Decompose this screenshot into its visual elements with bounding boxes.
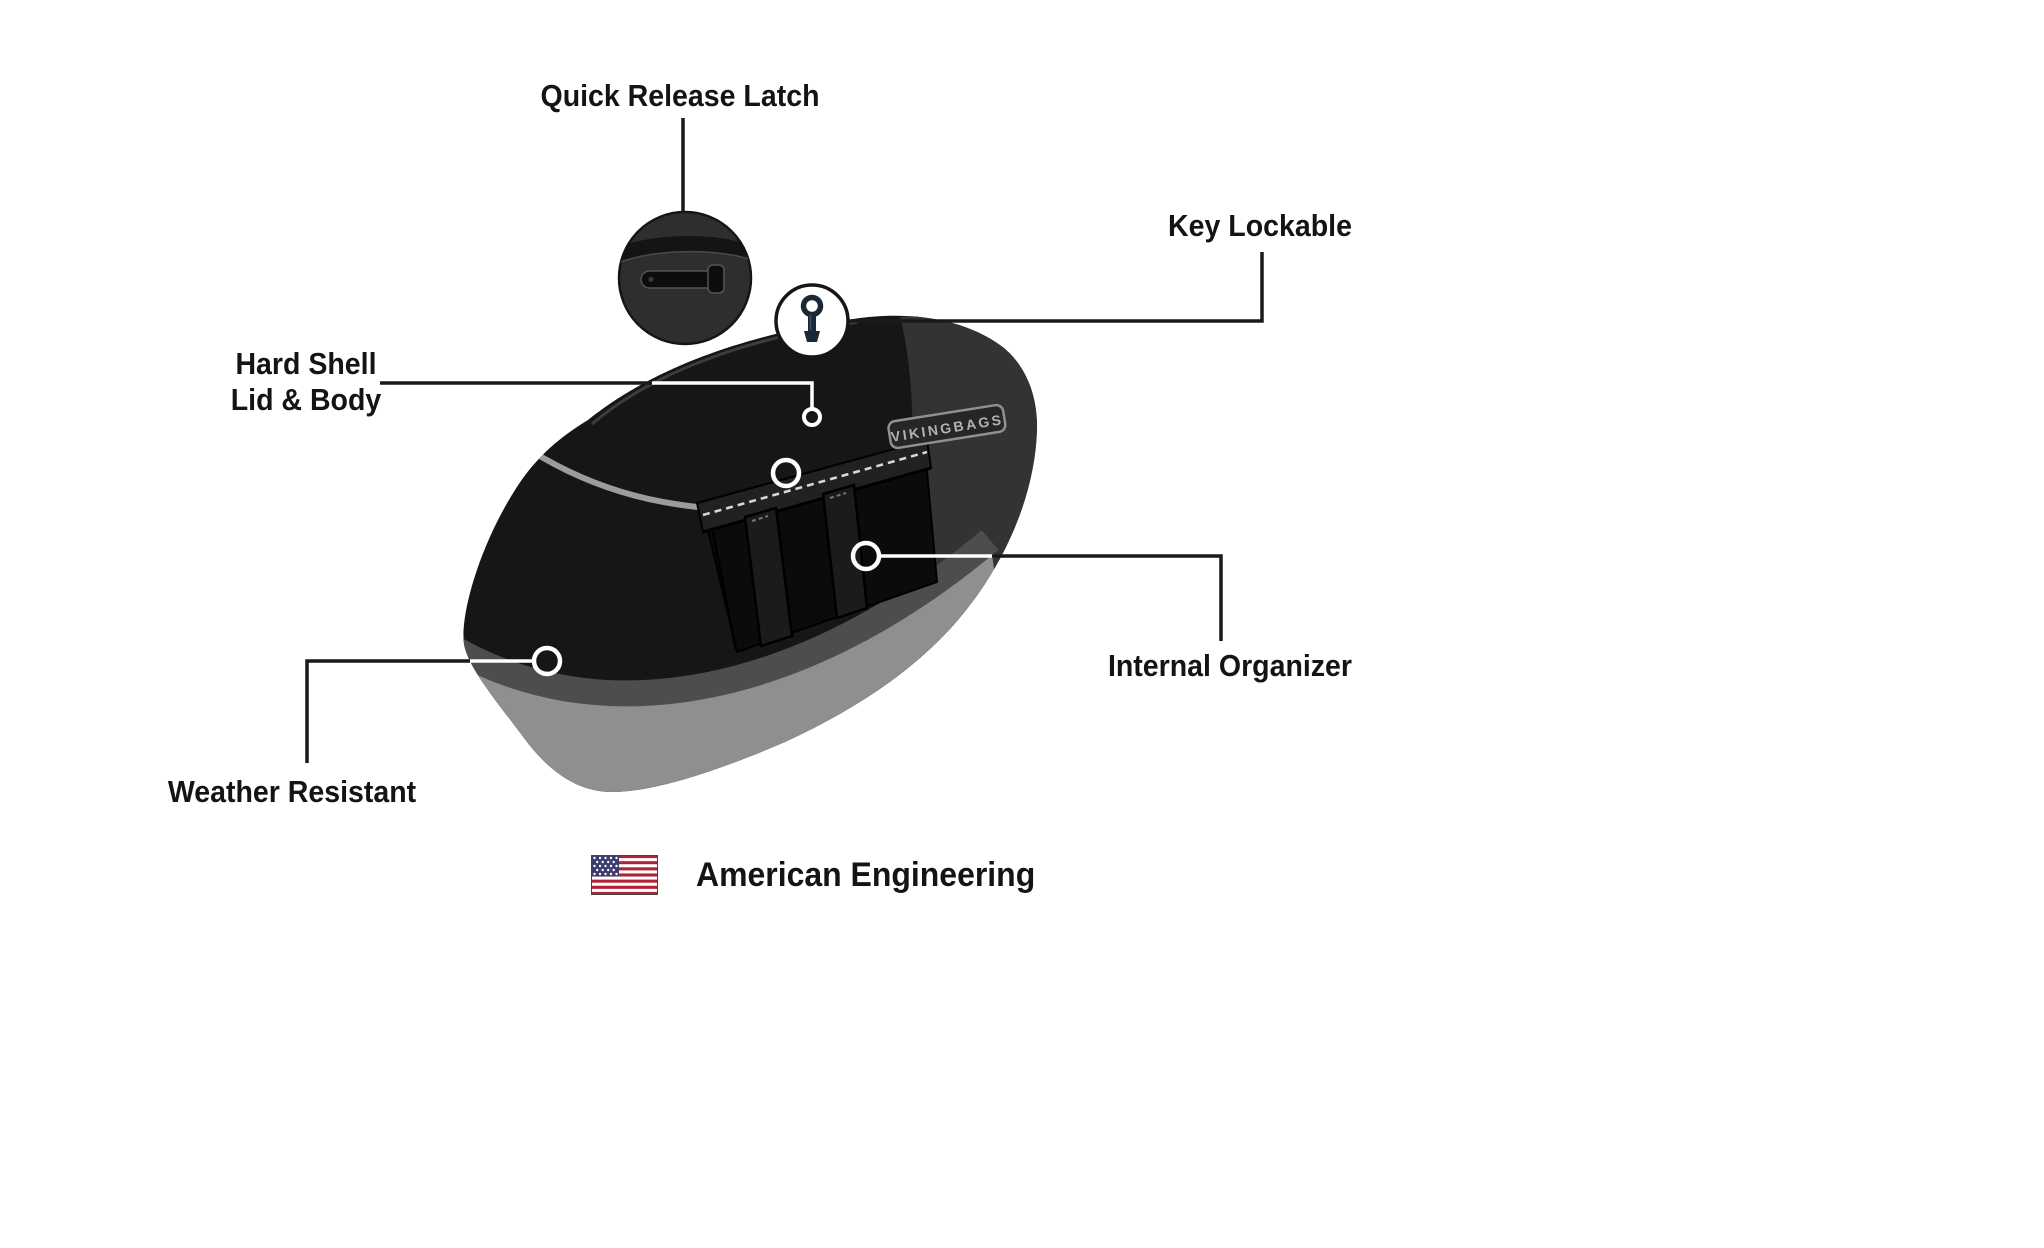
- saddlebag-illustration: VIKINGBAGS: [463, 315, 1038, 792]
- footer: American Engineering: [591, 855, 1057, 895]
- organizer-pocket-divider: [710, 527, 738, 651]
- latch-lid-edge: [619, 236, 751, 264]
- key-icon: [800, 294, 824, 342]
- key-lockable-callout-line: [849, 252, 1264, 323]
- organizer-flap-stitch: [702, 450, 928, 517]
- hard-shell-callout: [380, 381, 822, 489]
- organizer-strap-left-stitch: [751, 515, 769, 522]
- latch-lever-icon: [640, 264, 725, 294]
- hard-shell-marker-lid: [802, 407, 822, 427]
- key-lockable-label: Key Lockable: [1168, 208, 1352, 243]
- hard-shell-marker-body: [770, 457, 802, 489]
- key-circle: [774, 283, 850, 359]
- weather-resistant-label: Weather Resistant: [167, 774, 417, 809]
- quick-release-latch-label: Quick Release Latch: [540, 78, 820, 113]
- internal-organizer-callout: [850, 540, 1223, 641]
- organizer-flap-edge: [702, 466, 932, 534]
- hard-shell-label: Hard Shell Lid & Body: [214, 346, 398, 418]
- organizer-strap-right-stitch: [829, 492, 847, 499]
- hard-shell-label-line1: Hard Shell: [235, 346, 377, 381]
- us-flag-icon: [591, 855, 658, 895]
- weather-resistant-callout: [305, 645, 563, 763]
- american-engineering-label: American Engineering: [696, 855, 1036, 894]
- hard-shell-label-line2: Lid & Body: [230, 381, 382, 417]
- latch-zoom-circle: [617, 210, 753, 346]
- latch-lid-edge-highlight: [619, 250, 751, 265]
- internal-organizer-label: Internal Organizer: [1107, 648, 1353, 683]
- internal-organizer-graphic: [695, 438, 939, 654]
- organizer-strap-left: [743, 506, 794, 648]
- bag-underbelly-band: [463, 530, 999, 707]
- organizer-strap-right: [821, 483, 869, 620]
